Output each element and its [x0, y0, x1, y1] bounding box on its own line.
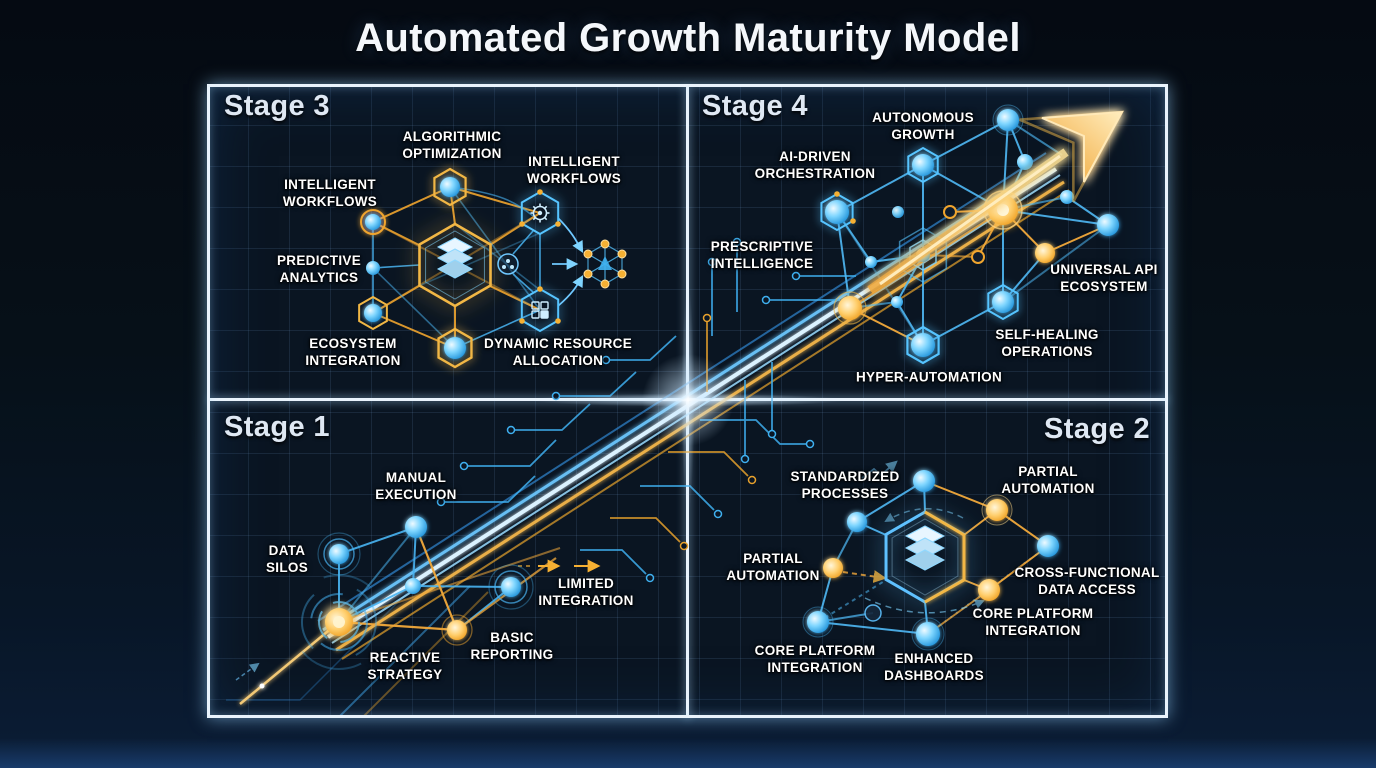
stage2-label-partial-automation-right: PARTIAL AUTOMATION [1001, 464, 1095, 496]
network-node [847, 512, 867, 532]
network-node [364, 304, 382, 322]
growth-arrow-icon [867, 110, 1125, 294]
stage3-network [357, 167, 627, 367]
stage4-label-universal-api-ecosystem: UNIVERSAL API ECOSYSTEM [1050, 262, 1158, 294]
network-node [892, 206, 904, 218]
network-node [891, 296, 903, 308]
network-node [997, 109, 1019, 131]
stage4-label-self-healing-operations: SELF-HEALING OPERATIONS [995, 327, 1099, 359]
stage2-label-cross-functional-data-access: CROSS-FUNCTIONAL DATA ACCESS [1014, 565, 1160, 597]
network-node [1060, 190, 1074, 204]
stage2-label-core-platform-integration-left: CORE PLATFORM INTEGRATION [754, 643, 876, 675]
network-node [913, 470, 935, 492]
stage4-label-hyper-automation: HYPER-AUTOMATION [855, 369, 1003, 385]
network-node [501, 577, 521, 597]
network-node [360, 209, 386, 235]
network-node [1035, 243, 1055, 263]
stage1-heading: Stage 1 [224, 411, 330, 443]
network-node [943, 205, 957, 219]
recycle-node-icon [497, 253, 519, 275]
network-node [366, 261, 380, 275]
network-node [329, 544, 349, 564]
network-node [978, 579, 1000, 601]
network-node [1097, 214, 1119, 236]
network-node [986, 499, 1008, 521]
stage2-label-standardized-processes: STANDARDIZED PROCESSES [790, 469, 900, 501]
network-node [865, 256, 877, 268]
puzzle-icon [531, 301, 549, 319]
stage1-label-limited-integration: LIMITED INTEGRATION [538, 576, 634, 608]
stage2-heading: Stage 2 [1044, 413, 1150, 445]
network-node [807, 611, 829, 633]
stage3-label-intelligent-workflows-left: INTELLIGENT WORKFLOWS [282, 177, 378, 209]
network-node [864, 604, 882, 622]
network-node [916, 622, 940, 646]
stage1-label-manual-execution: MANUAL EXECUTION [375, 470, 457, 502]
stage3-label-predictive-analytics: PREDICTIVE ANALYTICS [276, 253, 362, 285]
bottom-glow [0, 738, 1376, 768]
network-node [912, 154, 934, 176]
stage1-label-basic-reporting: BASIC REPORTING [470, 630, 554, 662]
stage1-label-reactive-strategy: REACTIVE STRATEGY [367, 650, 443, 682]
stage4-heading: Stage 4 [702, 90, 808, 122]
stage2-network [802, 460, 1059, 651]
stage2-label-core-platform-integration-right: CORE PLATFORM INTEGRATION [972, 606, 1094, 638]
stage4-label-autonomous-growth: AUTONOMOUS GROWTH [872, 110, 974, 142]
network-node [825, 200, 849, 224]
stage2-label-enhanced-dashboards: ENHANCED DASHBOARDS [884, 651, 984, 683]
network-node [992, 291, 1014, 313]
page-title: Automated Growth Maturity Model [355, 16, 1021, 60]
network-node [405, 578, 421, 594]
network-node [1037, 535, 1059, 557]
database-stack-icon [904, 525, 946, 571]
stage4-label-ai-driven-orchestration: AI-DRIVEN ORCHESTRATION [754, 149, 876, 181]
center-flare [528, 285, 848, 515]
stage3-label-ecosystem-integration: ECOSYSTEM INTEGRATION [305, 336, 401, 368]
gear-icon [530, 203, 550, 223]
network-node [440, 177, 460, 197]
network-node [444, 337, 466, 359]
network-node [447, 620, 467, 640]
stage1-network [235, 516, 601, 705]
stage1-label-data-silos: DATA SILOS [265, 543, 309, 575]
network-node [911, 333, 935, 357]
network-node [838, 296, 862, 320]
molecule-icon [583, 239, 627, 289]
stage4-label-prescriptive-intelligence: PRESCRIPTIVE INTELLIGENCE [710, 239, 814, 271]
stage3-label-dynamic-resource-allocation: DYNAMIC RESOURCE ALLOCATION [483, 336, 633, 368]
network-node [971, 250, 985, 264]
stage3-heading: Stage 3 [224, 90, 330, 122]
stage3-label-intelligent-workflows-right: INTELLIGENT WORKFLOWS [526, 154, 622, 186]
network-node [405, 516, 427, 538]
network-node [1017, 154, 1033, 170]
network-node [823, 558, 843, 578]
database-stack-icon [436, 237, 474, 279]
stage3-label-algorithmic-optimization: ALGORITHMIC OPTIMIZATION [402, 129, 502, 161]
stage2-label-partial-automation-left: PARTIAL AUTOMATION [726, 551, 820, 583]
